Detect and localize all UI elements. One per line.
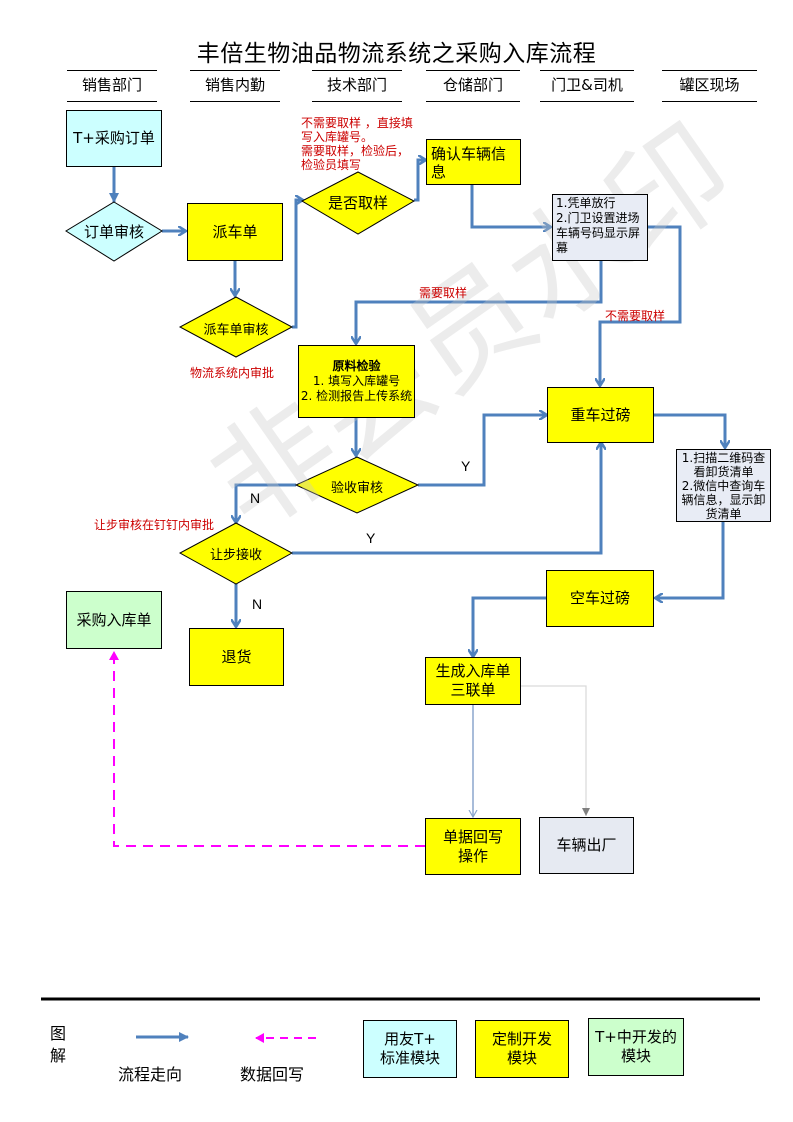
legend-flow-label: 流程走向 [118, 1065, 183, 1084]
legend-title-char: 图 [49, 1024, 66, 1043]
node-confirm-vehicle[interactable]: 确认车辆信息 [426, 139, 521, 185]
lane-tank-site: 罐区现场 [662, 70, 757, 102]
edge-sampling-to-confirm [414, 160, 425, 202]
node-gate-release[interactable]: 1.凭单放行 2.门卫设置进场车辆号码显示屏幕 [552, 194, 648, 261]
node-heavy-weighing[interactable]: 重车过磅 [547, 387, 654, 443]
sampling-note-line: 不需要取样 ，直接填 [301, 116, 413, 130]
concession-yes-label: Y [366, 530, 376, 546]
edge-acceptance-no [236, 483, 296, 522]
node-scan-note[interactable]: 1.扫描二维码查看卸货清单 2.微信中查询车辆信息，显示卸货清单 [676, 449, 771, 522]
legend-standard-module: 用友T+ 标准模块 [363, 1020, 457, 1078]
sampling-note-line: 检验员填写 [301, 158, 362, 172]
legend-tplus-line: 模块 [620, 1047, 651, 1065]
lane-gate-driver: 门卫&司机 [540, 70, 634, 102]
legend-custom-module: 定制开发 模块 [475, 1020, 569, 1078]
legend-tplus-module: T+中开发的 模块 [588, 1018, 684, 1076]
logistics-approval-note: 物流系统内审批 [190, 366, 275, 380]
need-sampling-label: 需要取样 [419, 286, 468, 300]
lane-tech: 技术部门 [312, 70, 402, 102]
node-generate-receipt[interactable]: 生成入库单 三联单 [425, 657, 521, 705]
diamond-acceptance [294, 456, 420, 514]
diamond-sampling [300, 171, 416, 235]
generate-receipt-line: 生成入库单 [435, 662, 511, 680]
lane-sales: 销售部门 [67, 70, 157, 102]
edge-acceptance-yes [418, 415, 546, 487]
legend-tplus-line: T+中开发的 [595, 1028, 677, 1046]
node-acceptance-label[interactable]: 验收审核 [330, 480, 383, 496]
node-order-review-label[interactable]: 订单审核 [83, 222, 144, 241]
page-title: 丰倍生物油品物流系统之采购入库流程 [196, 41, 597, 67]
node-return-goods[interactable]: 退货 [189, 628, 284, 686]
legend-writeback-label: 数据回写 [240, 1065, 305, 1084]
node-material-inspection[interactable]: 原料检验 1. 填写入库罐号 2. 检测报告上传系统 [298, 345, 415, 418]
legend-custom-line: 定制开发 [491, 1030, 552, 1048]
acceptance-yes-label: Y [461, 458, 471, 474]
material-inspection-line: 1. 填写入库罐号 [312, 374, 401, 388]
diamond-order-review [65, 201, 163, 262]
edge-writeback-to-receipt [109, 651, 425, 847]
edge-confirm-to-gate [470, 184, 550, 227]
edge-weighing-to-scan [654, 413, 725, 447]
scan-note-line: 2.微信中查询车辆信息，显示卸货清单 [681, 479, 766, 521]
lane-sales-office: 销售内勤 [190, 70, 280, 102]
gate-release-line: 2.门卫设置进场车辆号码显示屏幕 [556, 211, 641, 255]
diamond-concession [178, 522, 294, 585]
legend-custom-line: 模块 [506, 1049, 537, 1067]
edge-gate-need-sampling [356, 261, 603, 343]
node-writeback[interactable]: 单据回写 操作 [425, 818, 521, 875]
node-dispatch-order[interactable]: 派车单 [187, 203, 283, 261]
node-dispatch-review-label[interactable]: 派车单审核 [203, 322, 269, 338]
material-inspection-line: 2. 检测报告上传系统 [300, 389, 413, 403]
generate-receipt-line: 三联单 [450, 681, 496, 699]
concession-note: 让步审核在钉钉内审批 [94, 518, 215, 532]
sampling-note-line: 写入库罐号。 [301, 130, 374, 144]
diamond-dispatch-review [178, 296, 294, 358]
node-vehicle-exit[interactable]: 车辆出厂 [539, 817, 634, 874]
writeback-line: 操作 [457, 846, 488, 865]
node-sampling-label[interactable]: 是否取样 [327, 193, 388, 212]
lane-warehouse: 仓储部门 [426, 70, 520, 102]
node-purchase-order[interactable]: T+采购订单 [66, 110, 162, 167]
edge-gate-no-sampling [600, 225, 682, 385]
scan-note-line: 1.扫描二维码查看卸货清单 [681, 451, 766, 479]
gate-release-line: 1.凭单放行 [556, 196, 616, 210]
node-concession-label[interactable]: 让步接收 [209, 547, 262, 563]
sampling-note-line: 需要取样，检验后， [301, 144, 410, 158]
edge-dispatch-review-to-sampling [292, 200, 302, 329]
sampling-note: 不需要取样 ，直接填 写入库罐号。 需要取样，检验后， 检验员填写 [301, 116, 421, 172]
legend-title-char: 解 [49, 1046, 66, 1065]
edge-scan-to-empty [656, 522, 725, 598]
legend-standard-line: 标准模块 [379, 1049, 440, 1067]
edge-generate-to-exit [521, 685, 590, 816]
no-sampling-label: 不需要取样 [605, 309, 666, 323]
legend-standard-line: 用友T+ [384, 1030, 436, 1048]
acceptance-no-label: N [250, 490, 261, 506]
edge-concession-yes [292, 443, 601, 555]
node-empty-weighing[interactable]: 空车过磅 [546, 570, 654, 627]
writeback-line: 单据回写 [442, 827, 503, 846]
node-purchase-receipt[interactable]: 采购入库单 [66, 591, 162, 649]
legend-title: 图 解 [48, 1023, 68, 1067]
edge-empty-to-generate [473, 596, 546, 656]
material-inspection-title: 原料检验 [332, 359, 381, 373]
concession-no-label: N [252, 596, 263, 612]
